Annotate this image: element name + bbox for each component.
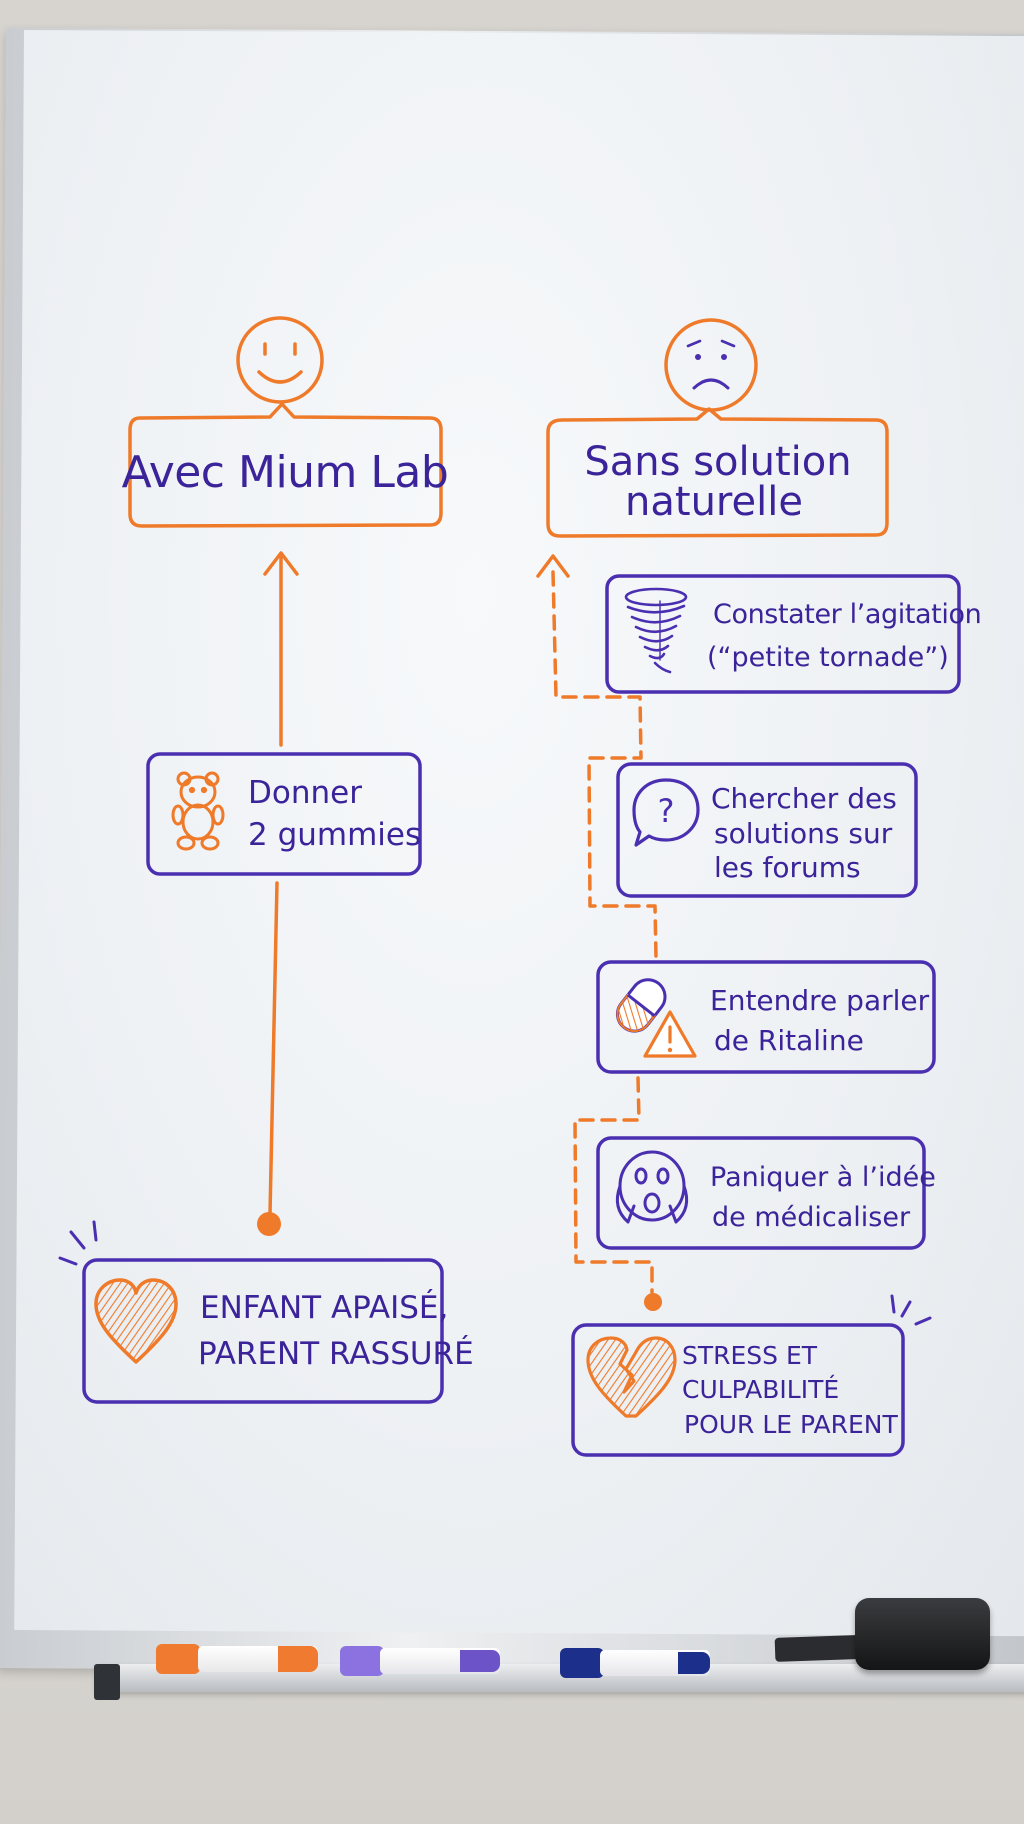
right-outcome-line2: CULPABILITÉ <box>682 1375 839 1404</box>
right-step-2-line2: solutions sur <box>714 817 893 850</box>
right-step-2-line3: les forums <box>714 851 861 884</box>
question-bubble-icon: ? <box>632 778 700 847</box>
svg-text:?: ? <box>658 792 675 830</box>
right-dashed-path <box>551 570 658 1294</box>
left-connector-dot <box>257 1212 281 1236</box>
right-connector-dot <box>644 1293 662 1311</box>
right-outcome-line3: POUR LE PARENT <box>684 1410 898 1439</box>
pill-warning-icon <box>615 978 697 1058</box>
right-step-2-line1: Chercher des <box>711 782 897 815</box>
smiley-face-icon <box>236 316 324 404</box>
left-outcome-line2: PARENT RASSURÉ <box>198 1336 474 1372</box>
scared-face-icon <box>615 1150 689 1224</box>
left-title: Avec Mium Lab <box>122 447 449 498</box>
right-outcome-box: STRESS ET CULPABILITÉ POUR LE PARENT <box>571 1323 905 1457</box>
right-step-3-box: Entendre parler de Ritaline <box>596 960 936 1074</box>
broken-heart-icon <box>586 1336 677 1418</box>
right-step-4-box: Paniquer à l’idée de médicaliser <box>596 1136 936 1250</box>
right-title-line1: Sans solution <box>584 439 851 485</box>
left-step-line1: Donner <box>248 775 362 811</box>
right-step-4-line1: Paniquer à l’idée <box>710 1162 936 1193</box>
left-step-line2: 2 gummies <box>248 817 421 853</box>
purple-marker[interactable] <box>340 1646 500 1676</box>
right-step-1-box: Constater l’agitation (“petite tornade”) <box>605 574 982 694</box>
blue-marker[interactable] <box>560 1648 710 1678</box>
right-step-2-box: ? Chercher des solutions sur les forums <box>616 762 918 898</box>
gummy-bear-icon <box>171 771 225 851</box>
left-connector-line <box>257 881 281 1236</box>
left-title-box: Avec Mium Lab <box>122 402 449 528</box>
right-title-box: Sans solution naturelle <box>546 407 889 538</box>
tray-end-cap <box>94 1664 120 1700</box>
right-arrow-up <box>536 554 570 578</box>
right-step-3-line2: de Ritaline <box>714 1024 864 1057</box>
left-sparkle-lines <box>58 1220 98 1266</box>
left-step-box: Donner 2 gummies <box>146 752 422 876</box>
left-arrow-up <box>263 551 299 747</box>
right-step-4-line2: de médicaliser <box>712 1202 911 1233</box>
right-sparkle-lines <box>890 1294 932 1326</box>
left-outcome-box: ENFANT APAISÉ, PARENT RASSURÉ <box>82 1258 474 1404</box>
left-outcome-line1: ENFANT APAISÉ, <box>200 1290 448 1326</box>
tornado-icon <box>624 587 688 674</box>
sad-face-icon <box>664 318 758 412</box>
right-outcome-line1: STRESS ET <box>682 1341 818 1370</box>
orange-marker[interactable] <box>156 1644 318 1674</box>
whiteboard-eraser[interactable] <box>855 1598 990 1670</box>
right-step-1-line1: Constater l’agitation <box>713 599 981 630</box>
heart-icon <box>94 1278 178 1364</box>
right-title-line2: naturelle <box>625 479 803 525</box>
right-step-3-line1: Entendre parler <box>710 984 930 1017</box>
right-step-1-line2: (“petite tornade”) <box>707 642 949 673</box>
